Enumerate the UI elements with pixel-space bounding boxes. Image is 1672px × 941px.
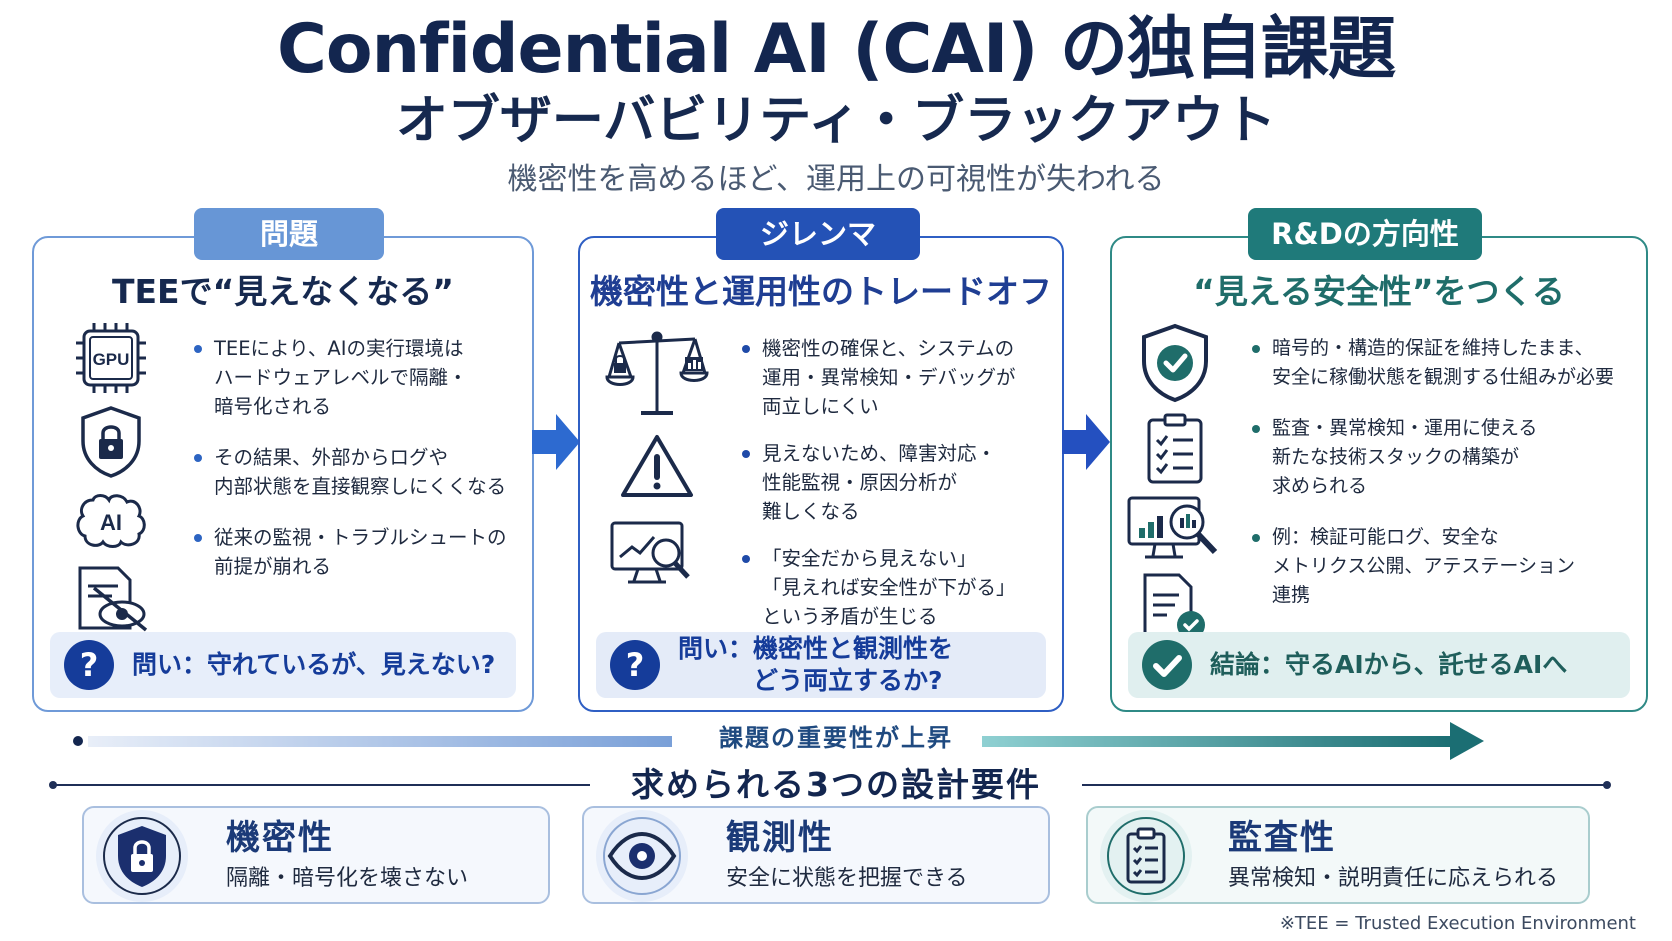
footnote: ※TEE = Trusted Execution Environment <box>1279 913 1636 934</box>
problem-question: 問い：守れているが、見えない? <box>132 650 496 679</box>
tagline: 機密性を高めるほど、運用上の可視性が失われる <box>507 162 1165 197</box>
requirement-desc: 異常検知・説明責任に応えられる <box>1228 866 1559 891</box>
requirement-name: 監査性 <box>1228 818 1336 858</box>
divider-dot-right <box>1603 781 1611 789</box>
list-item: 例：検証可能ログ、安全な メトリクス公開、アテステーション 連携 <box>1250 523 1632 610</box>
check-shield-icon <box>1120 318 1230 408</box>
list-item: TEEにより、AIの実行環境は ハードウェアレベルで隔離・ 暗号化される <box>192 334 518 421</box>
problem-heading: TEEで“見えなくなる” <box>112 272 454 311</box>
rd-bullets: 暗号的・構造的保証を維持したまま、 安全に稼働状態を観測する仕組みが必要 監査・… <box>1250 334 1632 632</box>
requirement-name: 観測性 <box>726 818 834 858</box>
rd-panel: “見える安全性”をつくる <box>1110 236 1648 712</box>
dilemma-bullets: 機密性の確保と、システムの 運用・異常検知・デバッグが 両立しにくい 見えないた… <box>740 334 1048 653</box>
requirement-auditability: 監査性 異常検知・説明責任に応えられる <box>1086 806 1590 904</box>
analytics-monitor-icon <box>1120 490 1230 566</box>
question-icon: ? <box>64 640 114 690</box>
requirement-desc: 安全に状態を把握できる <box>726 866 968 891</box>
requirement-confidentiality: 機密性 隔離・暗号化を壊さない <box>82 806 550 904</box>
tab-problem: 問題 <box>194 208 384 260</box>
warning-icon <box>602 426 712 506</box>
monitor-search-icon <box>602 514 712 594</box>
requirements-title: 求められる3つの設計要件 <box>590 762 1082 808</box>
lock-shield-icon <box>96 810 188 902</box>
tab-rd: R&Dの方向性 <box>1248 208 1482 260</box>
gpu-label: GPU <box>93 350 130 369</box>
page-title: Confidential AI (CAI) の独自課題 <box>276 10 1396 89</box>
divider-dot-left <box>49 781 57 789</box>
rd-conclusion: 結論：守るAIから、託せるAIへ <box>1210 650 1568 679</box>
list-item: 従来の監視・トラブルシュートの 前提が崩れる <box>192 523 518 581</box>
eye-icon <box>596 810 688 902</box>
list-item: 暗号的・構造的保証を維持したまま、 安全に稼働状態を観測する仕組みが必要 <box>1250 334 1632 392</box>
dilemma-heading: 機密性と運用性のトレードオフ <box>590 272 1052 311</box>
hidden-document-icon <box>56 558 166 640</box>
ai-label: AI <box>100 510 122 535</box>
list-item: 監査・異常検知・運用に使える 新たな技術スタックの構築が 求められる <box>1250 414 1632 501</box>
rd-heading: “見える安全性”をつくる <box>1193 272 1565 311</box>
page-subtitle: オブザーバビリティ・ブラックアウト <box>395 91 1277 151</box>
dilemma-question-box: ? 問い：機密性と観測性を どう両立するか? <box>596 632 1046 698</box>
check-circle-icon <box>1142 640 1192 690</box>
dilemma-question: 問い：機密性と観測性を どう両立するか? <box>678 634 954 695</box>
tab-dilemma: ジレンマ <box>716 208 920 260</box>
flow-arrow-icon <box>532 414 580 470</box>
requirement-observability: 観測性 安全に状態を把握できる <box>582 806 1050 904</box>
ai-brain-icon: AI <box>56 486 166 556</box>
balance-scale-icon <box>602 318 712 428</box>
problem-bullets: TEEにより、AIの実行環境は ハードウェアレベルで隔離・ 暗号化される その結… <box>192 334 518 603</box>
requirement-desc: 隔離・暗号化を壊さない <box>226 866 469 891</box>
list-item: 「安全だから見えない」 「見えれば安全性が下がる」 という矛盾が生じる <box>740 544 1048 631</box>
problem-panel: TEEで“見えなくなる” GPU <box>32 236 534 712</box>
clipboard-icon <box>1100 810 1192 902</box>
dilemma-panel: 機密性と運用性のトレードオフ <box>578 236 1064 712</box>
question-icon: ? <box>610 640 660 690</box>
list-item: 機密性の確保と、システムの 運用・異常検知・デバッグが 両立しにくい <box>740 334 1048 421</box>
lock-shield-icon <box>56 402 166 482</box>
gpu-icon: GPU <box>56 318 166 398</box>
requirement-name: 機密性 <box>226 818 334 858</box>
list-item: その結果、外部からログや 内部状態を直接観察しにくくなる <box>192 443 518 501</box>
importance-progress-arrow <box>73 722 1484 760</box>
list-item: 見えないため、障害対応・ 性能監視・原因分析が 難しくなる <box>740 439 1048 526</box>
flow-arrow-icon <box>1062 414 1110 470</box>
importance-label: 課題の重要性が上昇 <box>719 724 953 752</box>
rd-conclusion-box: 結論：守るAIから、託せるAIへ <box>1128 632 1630 698</box>
problem-question-box: ? 問い：守れているが、見えない? <box>50 632 516 698</box>
checklist-icon <box>1120 408 1230 488</box>
